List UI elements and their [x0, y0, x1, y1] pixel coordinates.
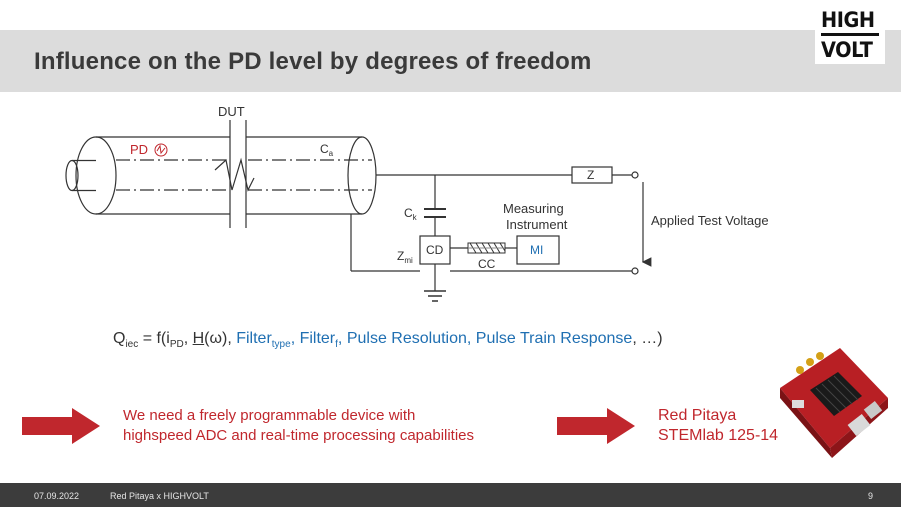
need-line1: We need a freely programmable device wit… [123, 407, 416, 424]
ck-label: Ck [404, 206, 418, 222]
footer-event: Red Pitaya x HIGHVOLT [110, 491, 209, 501]
title-bar [0, 30, 901, 92]
z-box [571, 166, 613, 184]
formula-filter2: Filter [299, 330, 336, 347]
logo-line1: HIGH [821, 8, 875, 32]
capacitor-ck [424, 208, 446, 218]
slide-title: Influence on the PD level by degrees of … [34, 48, 592, 75]
terminal-top [631, 171, 639, 179]
footer-date: 07.09.2022 [34, 491, 80, 501]
pd-symbol-icon [154, 143, 168, 157]
mi-label: MI [530, 243, 543, 257]
formula-h: H [192, 330, 205, 347]
z-label: Z [587, 168, 594, 182]
product-text: Red Pitaya STEMlab 125-14 [658, 406, 778, 446]
formula: Qiec = f(iPD, H(ω), Filtertype, Filterf,… [113, 330, 663, 351]
ca-label: Ca [320, 142, 334, 158]
need-text: We need a freely programmable device wit… [123, 406, 474, 446]
zmi-label: Zmi [397, 249, 413, 265]
product-line2: STEMlab 125-14 [658, 427, 779, 444]
terminal-bottom [631, 267, 639, 275]
dut-label: DUT [218, 104, 245, 119]
formula-tail: , …) [632, 330, 663, 347]
measuring-label-line1: Measuring [503, 201, 564, 216]
dut-cable [65, 120, 377, 228]
mi-box [516, 235, 560, 265]
cc-label: CC [478, 257, 496, 271]
ground-icon [424, 290, 446, 302]
footer: 07.09.2022 Red Pitaya x HIGHVOLT 9 [0, 483, 901, 507]
footer-page-number: 9 [868, 491, 874, 501]
red-arrow-right-icon [557, 408, 635, 444]
logo-line2: VOLT [821, 38, 873, 62]
formula-filter1-sub: type [271, 339, 291, 351]
formula-eq: = f(i [138, 330, 170, 347]
formula-q-sub: iec [125, 339, 139, 351]
applied-voltage-label: Applied Test Voltage [651, 213, 769, 228]
cd-label: CD [426, 243, 444, 257]
pd-label: PD [130, 142, 148, 157]
circuit-wires [350, 174, 632, 291]
formula-q: Q [113, 330, 126, 347]
red-arrow-left-icon [22, 408, 100, 444]
product-line1: Red Pitaya [658, 407, 737, 424]
cc-cable [467, 242, 506, 254]
highvolt-logo: HIGH VOLT [815, 2, 885, 64]
measuring-label-line2: Instrument [506, 217, 568, 232]
need-line2: highspeed ADC and real-time processing c… [123, 427, 475, 444]
formula-rest: Pulse Resolution, Pulse Train Response [346, 330, 633, 347]
cd-box [419, 235, 451, 265]
formula-filter2-sub: f [335, 339, 338, 351]
formula-filter1: Filter [236, 330, 272, 347]
formula-omega: (ω), [204, 330, 237, 347]
logo-bar [821, 33, 879, 36]
formula-i-sub: PD [169, 339, 184, 351]
red-pitaya-board-image [780, 348, 888, 458]
